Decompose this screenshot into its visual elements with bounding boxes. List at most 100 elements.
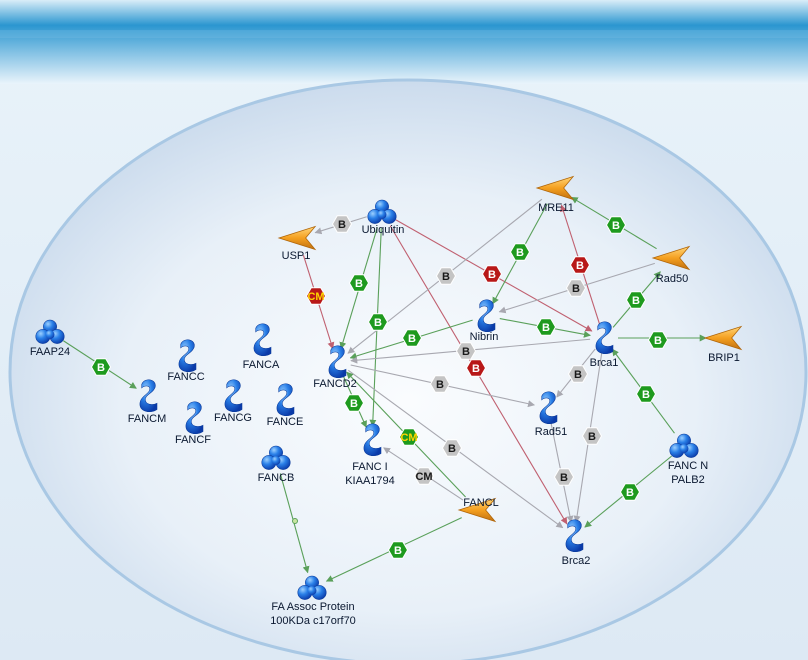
node-fancc[interactable]: FANCC — [167, 339, 205, 383]
badge-text: B — [542, 322, 550, 334]
badge-b-rad50-nibrin[interactable]: B — [565, 279, 587, 297]
node-fanca[interactable]: FANCA — [243, 323, 280, 371]
node-rad50[interactable]: Rad50 — [652, 246, 690, 285]
badge-b-fancd2-fanci[interactable]: B — [343, 394, 365, 412]
badge-b-ubiquitin-brca2[interactable]: B — [465, 359, 487, 377]
badge-b-fancn-brca1[interactable]: B — [635, 385, 657, 403]
node-brca1[interactable]: Brca1 — [590, 321, 619, 369]
node-fancm[interactable]: FANCM — [128, 379, 167, 425]
badge-text: B — [442, 271, 450, 283]
badge-hexagon — [535, 318, 557, 336]
badge-b-brca1-rad51[interactable]: B — [567, 365, 589, 383]
badge-hexagon — [441, 439, 463, 457]
node-fancd2[interactable]: FANCD2 — [313, 345, 357, 390]
badge-b-brca1-brip1[interactable]: B — [647, 331, 669, 349]
node-label: FANCE — [267, 416, 304, 428]
node-fancb[interactable]: FANCB — [258, 445, 295, 484]
node-mre11[interactable]: MRE11 — [536, 176, 574, 214]
node-rad51[interactable]: Rad51 — [535, 391, 567, 438]
node-label: FANCA — [243, 359, 280, 371]
node-label: BRIP1 — [708, 352, 740, 364]
badge-text: CM — [415, 471, 432, 483]
badge-b-faap24-fancm[interactable]: B — [90, 358, 112, 376]
node-label: FANCG — [214, 412, 252, 424]
node-brca2[interactable]: Brca2 — [562, 519, 591, 567]
badge-hexagon — [565, 279, 587, 297]
badge-b-mre11-fancd2[interactable]: B — [435, 267, 457, 285]
badge-b-ubiquitin-brca1[interactable]: B — [481, 265, 503, 283]
badge-b-mre11-nibrin[interactable]: B — [509, 243, 531, 261]
badge-text: B — [576, 260, 584, 272]
badge-b-brca1-rad50[interactable]: B — [625, 291, 647, 309]
badge-text: B — [654, 335, 662, 347]
node-label: Rad51 — [535, 426, 567, 438]
badge-text: B — [462, 346, 470, 358]
badge-b-rad50-mre11[interactable]: B — [605, 216, 627, 234]
header-stripes — [0, 30, 808, 38]
badge-cm-usp1-fancd2[interactable]: CM — [305, 287, 327, 305]
badge-hexagon — [465, 359, 487, 377]
cell-membrane — [8, 78, 808, 660]
badge-text: B — [572, 283, 580, 295]
badge-text: B — [588, 431, 596, 443]
badge-text: B — [632, 295, 640, 307]
badge-b-fancl-faassoc[interactable]: B — [387, 541, 409, 559]
badge-b-ubiquitin-fancd2[interactable]: B — [348, 274, 370, 292]
badge-hexagon — [553, 468, 575, 486]
badge-cm-fancl-fanci[interactable]: CM — [413, 467, 435, 485]
node-label: FAAP24 — [30, 346, 70, 358]
badge-text: B — [516, 247, 524, 259]
node-nibrin[interactable]: Nibrin — [470, 299, 499, 343]
badge-b-fancd2-brca2[interactable]: B — [441, 439, 463, 457]
badge-b-ubiquitin-usp1[interactable]: B — [331, 215, 353, 233]
badge-hexagon — [398, 428, 420, 446]
badge-b-nibrin-brca1[interactable]: B — [535, 318, 557, 336]
badge-b-fancn-brca2[interactable]: B — [619, 483, 641, 501]
badge-hexagon — [429, 375, 451, 393]
badge-b-nibrin-fancd2[interactable]: B — [401, 329, 423, 347]
badge-hexagon — [625, 291, 647, 309]
badge-b-brca1-fancd2[interactable]: B — [455, 342, 477, 360]
badge-text: B — [574, 369, 582, 381]
node-label: Brca2 — [562, 555, 591, 567]
node-fance[interactable]: FANCE — [267, 383, 304, 428]
badge-text: B — [642, 389, 650, 401]
node-label: MRE11 — [538, 202, 574, 214]
badge-b-brca1-mre11[interactable]: B — [569, 256, 591, 274]
node-fancf[interactable]: FANCF — [175, 401, 211, 446]
node-fancl[interactable]: FANCL — [458, 497, 499, 522]
badge-text: B — [374, 317, 382, 329]
node-label: FANCB — [258, 472, 295, 484]
badge-hexagon — [90, 358, 112, 376]
badge-hexagon — [348, 274, 370, 292]
badge-b-brca1-brca2[interactable]: B — [581, 427, 603, 445]
node-label: FANCF — [175, 434, 211, 446]
node-fancg[interactable]: FANCG — [214, 379, 252, 424]
node-faap24[interactable]: FAAP24 — [30, 319, 70, 358]
badge-hexagon — [413, 467, 435, 485]
node-usp1[interactable]: USP1 — [278, 226, 316, 262]
badge-text: B — [394, 545, 402, 557]
badge-text: CM — [400, 432, 417, 444]
badge-text: B — [338, 219, 346, 231]
badge-text: B — [612, 220, 620, 232]
badge-cm-fancl-fancd2[interactable]: CM — [398, 428, 420, 446]
badge-b-rad51-brca2[interactable]: B — [553, 468, 575, 486]
badge-b-ubiquitin-fanci[interactable]: B — [367, 313, 389, 331]
badge-hexagon — [647, 331, 669, 349]
header-band — [0, 0, 808, 84]
badge-hexagon — [481, 265, 503, 283]
node-brip1[interactable]: BRIP1 — [704, 326, 742, 364]
badge-text: B — [436, 379, 444, 391]
badge-b-fancd2-rad51[interactable]: B — [429, 375, 451, 393]
badge-text: B — [408, 333, 416, 345]
node-ubiquitin[interactable]: Ubiquitin — [362, 199, 405, 236]
badge-hexagon — [635, 385, 657, 403]
